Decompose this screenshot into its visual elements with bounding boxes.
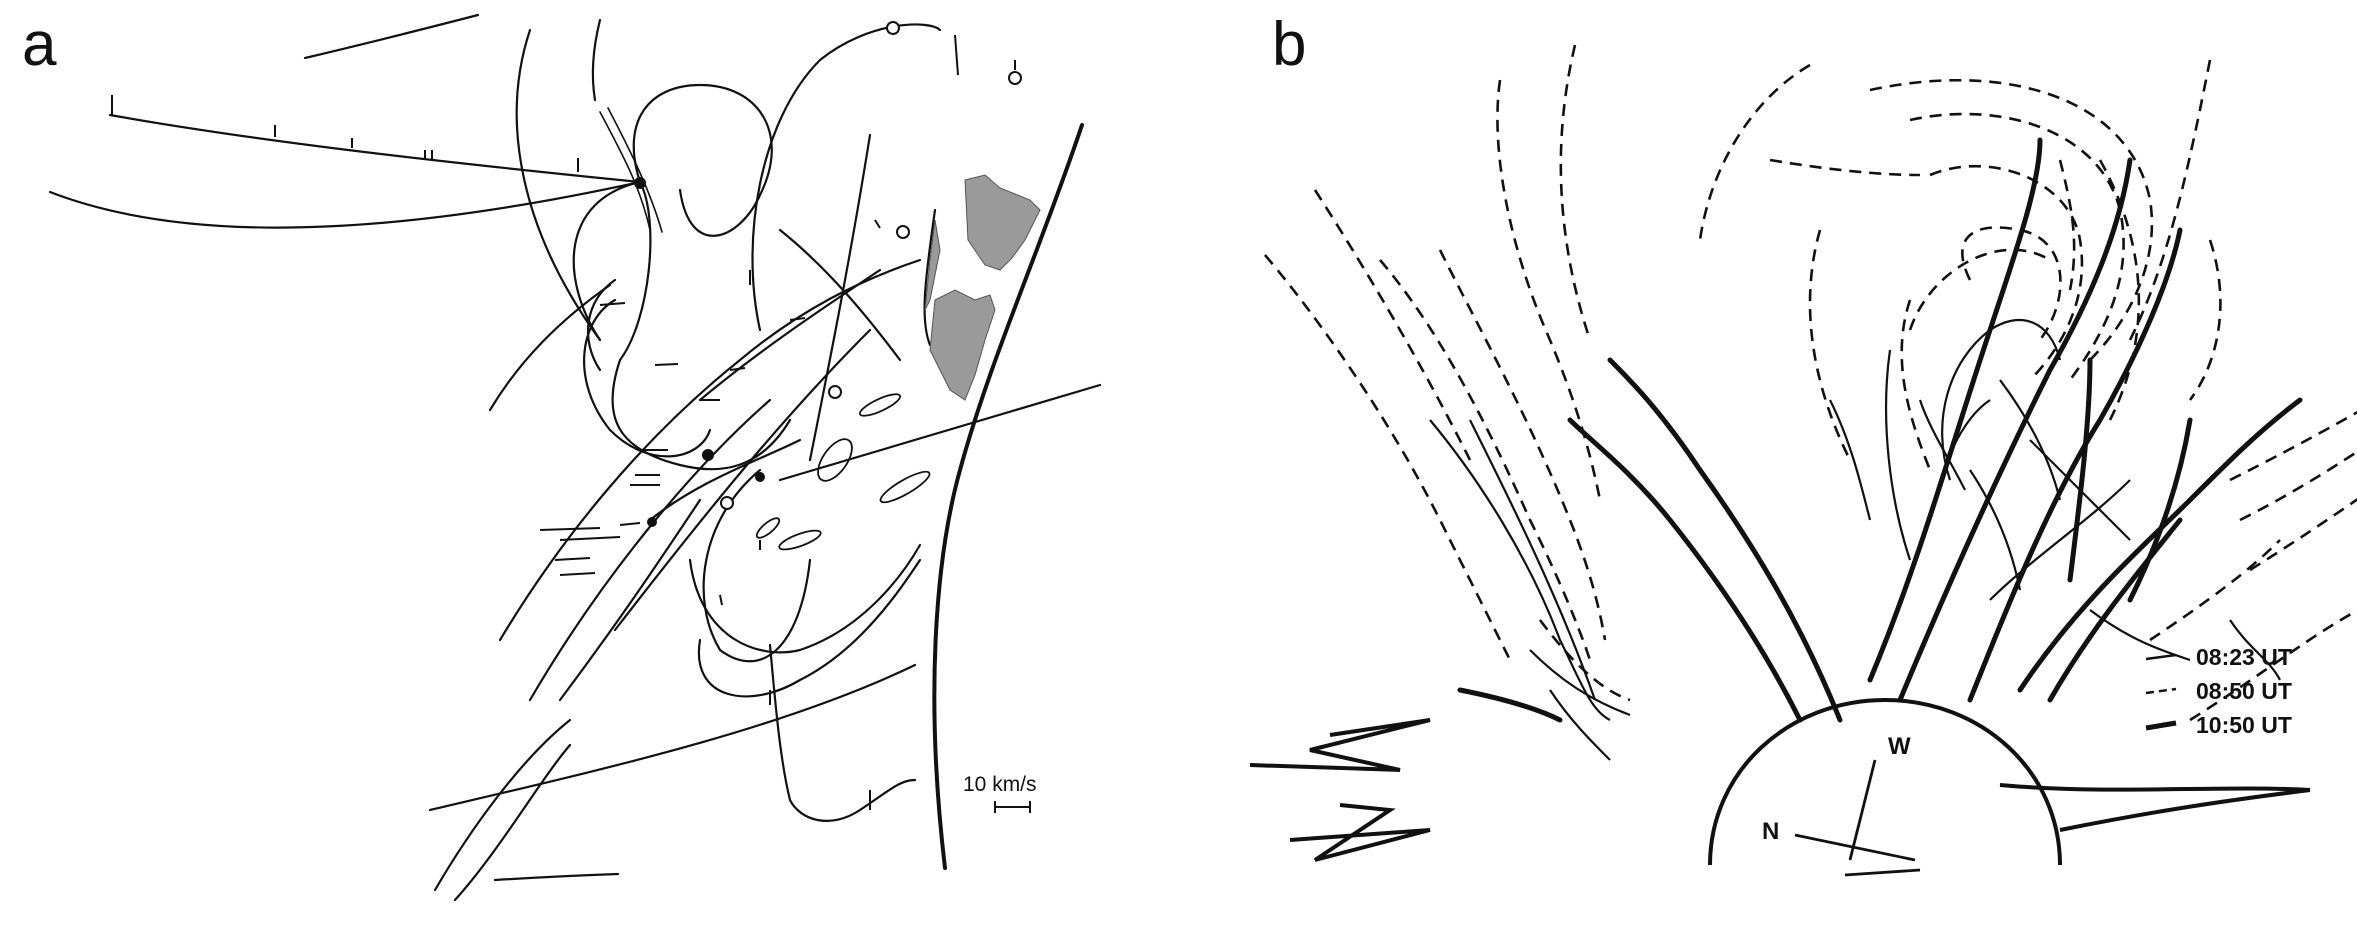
loop-contour <box>586 278 617 372</box>
streamline <box>453 743 572 902</box>
thin-field-lines <box>1429 318 2281 761</box>
coastline <box>932 123 1084 870</box>
streamline <box>493 872 620 882</box>
panel-a-letter: a <box>22 10 57 79</box>
flow-nodes <box>634 177 765 527</box>
compass-north-label: N <box>1762 818 1780 845</box>
legend-item: 10:50 UT <box>2142 708 2292 742</box>
thick-field-lines <box>1457 137 2303 723</box>
streamline <box>433 718 572 892</box>
loop-contour <box>702 468 812 663</box>
compass <box>1794 759 1921 877</box>
streamline <box>648 438 802 522</box>
streamline <box>613 328 872 632</box>
scale-bar-label: 10 km/s <box>963 773 1037 796</box>
shaded-region <box>924 174 1041 401</box>
legend-swatch-dashed <box>2145 687 2177 695</box>
flow-nodes-open <box>720 21 1022 510</box>
legend-label: 08:50 UT <box>2196 677 2292 704</box>
loop-contour <box>583 298 712 458</box>
panel-a-flow-map: a <box>22 10 1102 902</box>
loop-contour <box>697 558 922 698</box>
streamers-right <box>1999 783 2311 832</box>
legend-item: 08:23 UT <box>2142 640 2292 674</box>
streamline <box>599 111 651 231</box>
streamline <box>303 13 480 60</box>
streamers-left <box>1249 718 1431 862</box>
panel-b-drawing <box>1249 44 2357 877</box>
streamline <box>698 268 882 402</box>
velocity-arrows <box>111 34 1016 810</box>
legend-label: 08:23 UT <box>2196 643 2292 670</box>
streamline <box>48 180 642 229</box>
dashed-field-lines <box>1264 44 2357 722</box>
panel-b-letter: b <box>1272 10 1307 79</box>
streamline <box>768 643 917 822</box>
panel-b-field-lines: b <box>1230 0 2357 930</box>
streamline <box>108 113 642 184</box>
streamline <box>923 208 937 347</box>
legend-swatch-thick <box>2145 720 2177 731</box>
loop-contour <box>611 180 792 471</box>
legend-item: 08:50 UT <box>2142 674 2292 708</box>
streamline <box>488 283 612 412</box>
streamline <box>528 398 772 702</box>
loop-contour <box>688 543 922 654</box>
loop-contour <box>572 180 642 342</box>
streamline <box>778 383 1102 482</box>
compass-west-label: W <box>1888 733 1911 760</box>
loop-contour <box>515 28 602 342</box>
loop-contour <box>632 83 773 237</box>
streamline <box>607 107 663 233</box>
legend: 08:23 UT 08:50 UT 10:50 UT <box>2142 640 2292 742</box>
panel-a-drawing <box>48 13 1102 902</box>
legend-label: 10:50 UT <box>2196 711 2292 738</box>
legend-swatch-thin <box>2145 653 2177 661</box>
sun-disk <box>1708 697 2062 866</box>
streamline <box>558 498 702 702</box>
streamline <box>808 133 872 462</box>
loop-contour <box>591 18 602 102</box>
islands <box>755 393 931 551</box>
streamline <box>778 228 902 362</box>
loop-contour <box>751 23 942 332</box>
scale-bar <box>994 801 1031 813</box>
